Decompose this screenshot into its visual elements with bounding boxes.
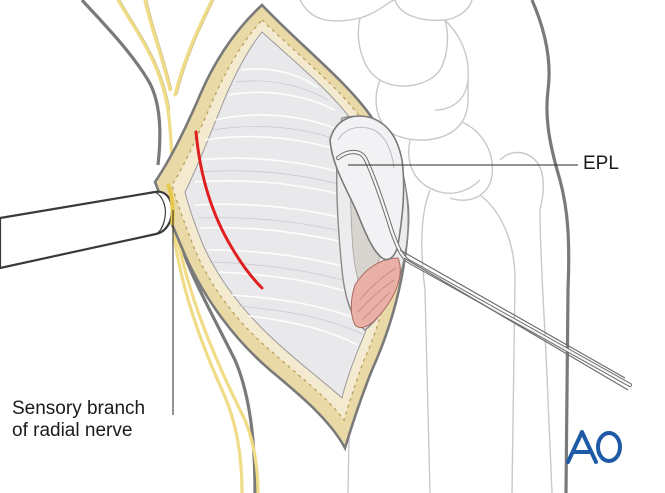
epl-muscle-fibers	[357, 267, 397, 321]
sensory-nerve-label-line2: of radial nerve	[12, 420, 133, 441]
epl-muscle	[350, 257, 401, 328]
radial-nerve-outline	[119, 0, 215, 111]
ao-logo	[566, 430, 622, 464]
sensory-nerve-label-line1: Sensory branch	[12, 398, 146, 419]
flat-retractor	[0, 183, 175, 270]
retinaculum-fibers	[194, 68, 383, 346]
epl-tendon-highlight	[337, 126, 395, 169]
hook-retractor	[335, 149, 633, 391]
epl-label: EPL	[583, 153, 619, 174]
leader-lines	[172, 164, 578, 415]
sensory-nerve-label: Sensory branch of radial nerve	[12, 398, 145, 442]
incision-line	[194, 130, 264, 290]
